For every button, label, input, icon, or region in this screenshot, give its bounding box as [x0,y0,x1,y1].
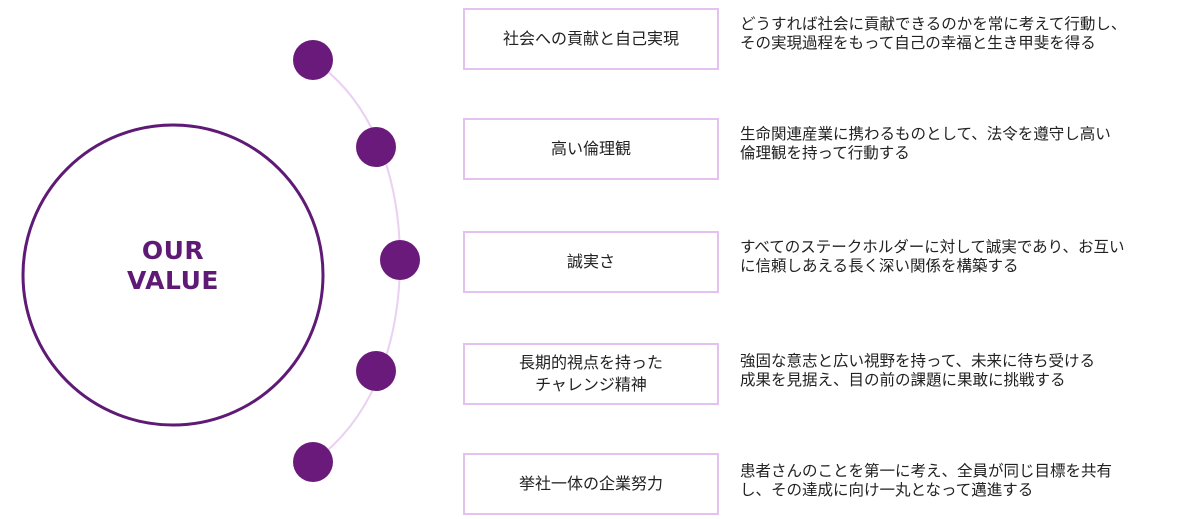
value-desc-line: に信頼しあえる長く深い関係を構築する [740,257,1019,275]
value-title: 社会への貢献と自己実現 [502,29,679,48]
value-dot [356,127,396,167]
value-title: 誠実さ [566,252,615,271]
value-dot [356,351,396,391]
value-title: チャレンジ精神 [535,375,647,394]
value-box-unity: 挙社一体の企業努力 [463,453,719,515]
value-dot [293,442,333,482]
value-desc-line: 患者さんのことを第一に考え、全員が同じ目標を共有 [740,462,1113,480]
value-dot [380,240,420,280]
value-desc-line: どうすれば社会に貢献できるのかを常に考えて行動し、 [740,15,1127,33]
value-desc-line: し、その達成に向け一丸となって邁進する [740,481,1034,499]
value-title: 高い倫理観 [550,139,631,158]
value-title: 挙社一体の企業努力 [518,474,663,493]
value-desc-line: 成果を見据え、目の前の課題に果敢に挑戦する [740,371,1066,389]
value-desc-line: すべてのステークホルダーに対して誠実であり、お互い [740,238,1125,256]
value-desc-line: その実現過程をもって自己の幸福と生き甲斐を得る [740,34,1096,52]
value-desc-contribution: どうすれば社会に貢献できるのかを常に考えて行動し、 その実現過程をもって自己の幸… [740,15,1185,53]
value-desc-line: 生命関連産業に携わるものとして、法令を遵守し高い [740,125,1111,143]
our-value-label: OUR VALUE [58,236,288,296]
value-box-integrity: 誠実さ [463,231,719,293]
value-dot [293,40,333,80]
value-desc-line: 強固な意志と広い視野を持って、未来に待ち受ける [740,352,1095,370]
our-value-line2: VALUE [127,266,219,295]
our-value-line1: OUR [141,236,205,265]
value-box-ethics: 高い倫理観 [463,118,719,180]
main-circle [21,123,325,427]
value-box-challenge: 長期的視点を持った チャレンジ精神 [463,343,719,405]
value-box-contribution: 社会への貢献と自己実現 [463,8,719,70]
value-desc-integrity: すべてのステークホルダーに対して誠実であり、お互い に信頼しあえる長く深い関係を… [740,238,1185,276]
value-desc-unity: 患者さんのことを第一に考え、全員が同じ目標を共有 し、その達成に向け一丸となって… [740,462,1185,500]
value-desc-ethics: 生命関連産業に携わるものとして、法令を遵守し高い 倫理観を持って行動する [740,125,1185,163]
value-title: 長期的視点を持った [518,353,663,372]
value-desc-line: 倫理観を持って行動する [740,144,910,162]
value-desc-challenge: 強固な意志と広い視野を持って、未来に待ち受ける 成果を見据え、目の前の課題に果敢… [740,352,1185,390]
